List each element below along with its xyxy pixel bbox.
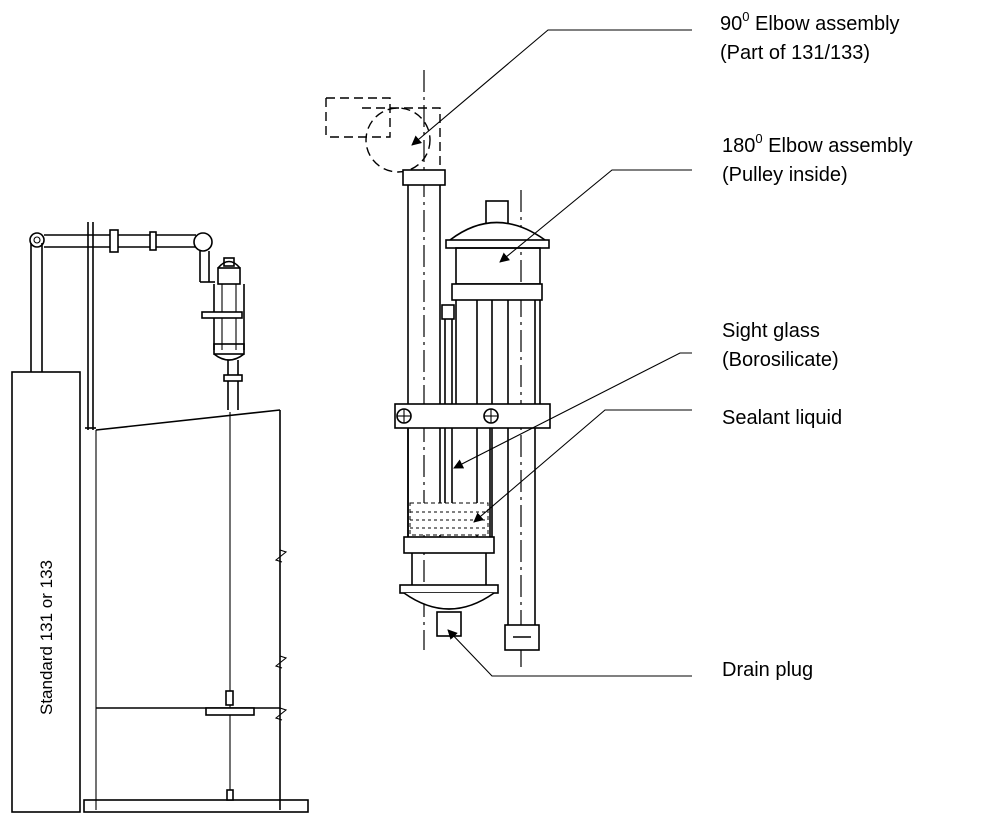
label-elbow-90: 900 Elbow assembly — [720, 9, 900, 35]
overall-assembly: Standard 131 or 133 — [11, 222, 309, 813]
standard-label: Standard 131 or 133 — [37, 560, 56, 715]
label-elbow-90-sub: (Part of 131/133) — [720, 42, 870, 64]
label-sight-glass: Sight glass — [722, 320, 820, 342]
detail-view — [325, 70, 551, 670]
label-elbow-180: 1800 Elbow assembly — [722, 131, 913, 157]
label-drain: Drain plug — [722, 659, 813, 681]
label-sight-glass-sub: (Borosilicate) — [722, 349, 839, 371]
annotations: 900 Elbow assembly (Part of 131/133) 180… — [411, 9, 913, 681]
label-sealant: Sealant liquid — [722, 407, 842, 429]
label-elbow-180-sub: (Pulley inside) — [722, 164, 848, 186]
standard-cabinet — [11, 371, 81, 813]
